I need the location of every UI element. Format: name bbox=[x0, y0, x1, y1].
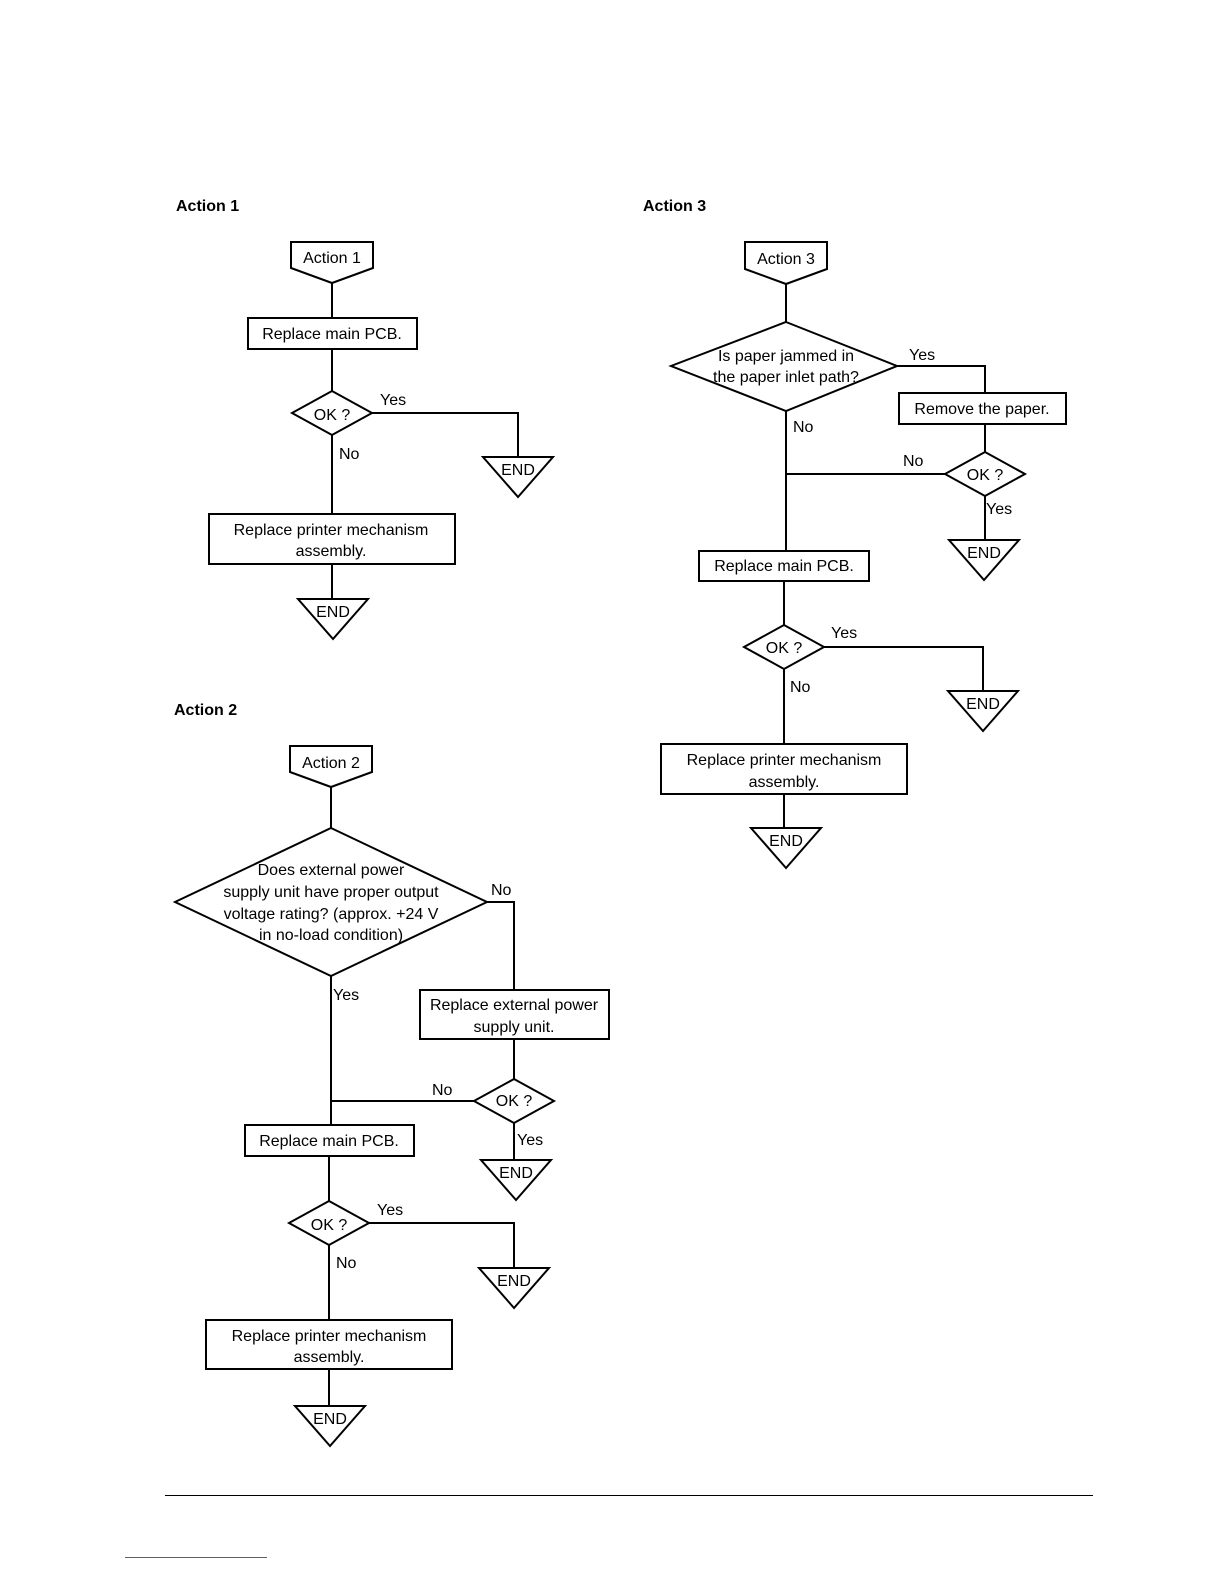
action1-yes-label: Yes bbox=[380, 392, 406, 409]
action3-remove-paper-box bbox=[898, 392, 1067, 425]
action3-no-main-label: No bbox=[793, 419, 814, 436]
action3-yes-main-label: Yes bbox=[909, 347, 935, 364]
action2-replace-pcb-label: Replace main PCB. bbox=[259, 1133, 399, 1150]
action3-decision-line-1: Is paper jammed in bbox=[718, 348, 854, 365]
action1-end-final-label: END bbox=[316, 604, 350, 621]
action1-end-final bbox=[295, 598, 371, 641]
action2-pcb-no-label: No bbox=[336, 1255, 357, 1272]
action2-power-ok-label: OK ? bbox=[496, 1093, 533, 1110]
action1-no-label: No bbox=[339, 446, 360, 463]
action2-replace-pcb-box bbox=[244, 1124, 415, 1157]
action1-end-yes-label: END bbox=[501, 462, 535, 479]
footer-link-underline bbox=[125, 1557, 267, 1558]
action3-pcb-ok-label: OK ? bbox=[766, 640, 803, 657]
action1-end-yes bbox=[480, 456, 556, 499]
action3-replace-mech-box bbox=[660, 743, 908, 795]
action1-start-label: Action 1 bbox=[303, 250, 361, 267]
action3-end-final bbox=[748, 827, 824, 870]
action2-end-final-label: END bbox=[313, 1411, 347, 1428]
action2-pcb-ok-label: OK ? bbox=[311, 1217, 348, 1234]
action3-remove-yes-label: Yes bbox=[986, 501, 1012, 518]
action3-end-final-label: END bbox=[769, 833, 803, 850]
action3-start-node bbox=[744, 241, 828, 286]
action2-voltage-decision bbox=[172, 826, 490, 978]
action2-end-power-label: END bbox=[499, 1165, 533, 1182]
footer-divider bbox=[165, 1495, 1093, 1496]
action3-pcb-yes-label: Yes bbox=[831, 625, 857, 642]
action3-end-pcb bbox=[945, 690, 1021, 733]
action2-decision-line-1: Does external power bbox=[258, 862, 405, 879]
action1-replace-mech-label-2: assembly. bbox=[296, 543, 367, 560]
action3-start-label: Action 3 bbox=[757, 251, 815, 268]
action3-end-remove bbox=[946, 539, 1022, 582]
action3-decision-line-2: the paper inlet path? bbox=[713, 369, 859, 386]
action2-end-pcb-label: END bbox=[497, 1273, 531, 1290]
action3-remove-ok-label: OK ? bbox=[967, 467, 1004, 484]
action2-decision-line-3: voltage rating? (approx. +24 V bbox=[224, 906, 439, 923]
action2-replace-power-label-1: Replace external power bbox=[430, 997, 599, 1014]
action2-replace-power-label-2: supply unit. bbox=[474, 1019, 555, 1036]
action1-flowchart: Action 1 Replace main PCB. OK ? Yes END … bbox=[208, 241, 556, 641]
action2-end-power bbox=[478, 1159, 554, 1202]
action2-replace-mech-label-1: Replace printer mechanism bbox=[232, 1328, 427, 1345]
action3-remove-no-label: No bbox=[903, 453, 924, 470]
action3-replace-mech-label-1: Replace printer mechanism bbox=[687, 752, 882, 769]
action1-replace-mech-box bbox=[208, 513, 456, 565]
action3-title: Action 3 bbox=[643, 198, 707, 215]
action1-start-node bbox=[290, 241, 374, 285]
action2-flowchart: Action 2 Does external power supply unit… bbox=[172, 745, 610, 1448]
action3-replace-mech-label-2: assembly. bbox=[749, 774, 820, 791]
action2-decision-line-2: supply unit have proper output bbox=[223, 884, 439, 901]
action3-end-remove-label: END bbox=[967, 545, 1001, 562]
action2-no-main-label: No bbox=[491, 882, 512, 899]
action3-jam-decision bbox=[668, 320, 900, 413]
action2-power-no-label: No bbox=[432, 1082, 453, 1099]
action3-pcb-no-label: No bbox=[790, 679, 811, 696]
action2-yes-main-label: Yes bbox=[333, 987, 359, 1004]
action2-pcb-yes-label: Yes bbox=[377, 1202, 403, 1219]
action2-replace-mech-label-2: assembly. bbox=[294, 1349, 365, 1366]
action1-replace-mech-label-1: Replace printer mechanism bbox=[234, 522, 429, 539]
action3-replace-pcb-box bbox=[698, 550, 870, 582]
action2-decision-line-4: in no-load condition) bbox=[259, 927, 403, 944]
action2-power-yes-label: Yes bbox=[517, 1132, 543, 1149]
action2-title: Action 2 bbox=[174, 702, 238, 719]
action1-title: Action 1 bbox=[176, 198, 240, 215]
action3-flowchart: Action 3 Is paper jammed in the paper in… bbox=[660, 241, 1067, 870]
action2-end-final bbox=[292, 1405, 368, 1448]
action2-start-node bbox=[289, 745, 373, 789]
action3-replace-pcb-label: Replace main PCB. bbox=[714, 558, 854, 575]
action3-remove-paper-label: Remove the paper. bbox=[914, 401, 1049, 418]
action2-end-pcb bbox=[476, 1267, 552, 1310]
action1-ok-label: OK ? bbox=[314, 407, 351, 424]
action2-start-label: Action 2 bbox=[302, 755, 360, 772]
action3-end-pcb-label: END bbox=[966, 696, 1000, 713]
action2-replace-mech-box bbox=[205, 1319, 453, 1370]
action1-replace-pcb-label: Replace main PCB. bbox=[262, 326, 402, 343]
